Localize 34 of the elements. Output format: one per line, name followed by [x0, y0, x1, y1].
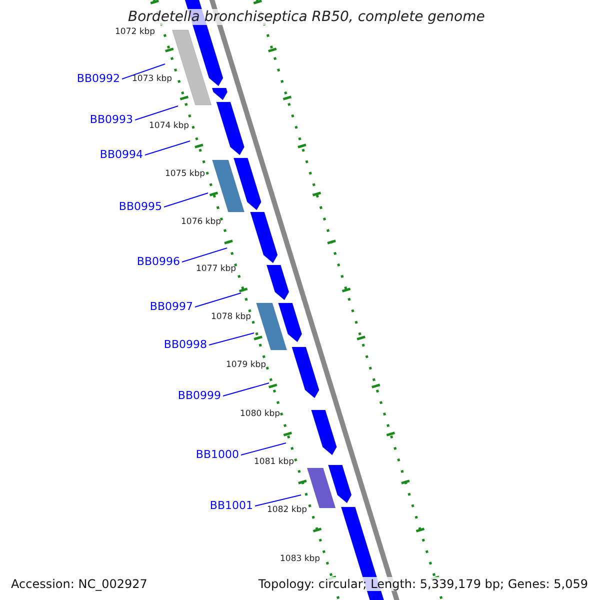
gene-label: BB0998: [164, 339, 207, 350]
gene-label: BB0993: [90, 114, 133, 125]
scale-tick-label: 1074 kbp: [149, 122, 190, 130]
gene-label: BB0995: [118, 201, 162, 212]
scale-tick-label: 1072 kbp: [115, 28, 156, 36]
leader-line: [240, 442, 286, 456]
scale-tick-label: 1073 kbp: [132, 75, 172, 84]
leader-line: [182, 248, 228, 262]
leader-line: [194, 292, 242, 308]
genome-info-text: Topology: circular; Length: 5,339,179 bp; Genes: 5,059: [256, 577, 590, 591]
leader-line: [134, 106, 178, 120]
gene-label: BB1001: [210, 500, 253, 511]
gene-label: BB0999: [178, 390, 221, 401]
leader-line: [144, 140, 190, 156]
scale-tick-label: 1078 kbp: [211, 313, 252, 322]
gene-label: BB0994: [100, 149, 143, 160]
scale-tick-label: 1083 kbp: [280, 555, 320, 564]
leader-line: [122, 64, 166, 80]
scale-tick-label: 1076 kbp: [181, 218, 222, 226]
leader-line: [254, 494, 302, 506]
scale-tick-label: 1082 kbp: [267, 506, 308, 514]
gene-label: BB0996: [136, 256, 180, 267]
scale-tick-label: 1077 kbp: [196, 265, 236, 274]
scale-tick-label: 1081 kbp: [254, 458, 294, 466]
leader-line: [164, 192, 208, 208]
gene-label: BB0992: [76, 73, 120, 84]
gene-label: BB0997: [150, 301, 193, 312]
scale-tick-label: 1075 kbp: [165, 170, 206, 178]
scale-tick-label: 1080 kbp: [240, 410, 280, 418]
leader-line: [208, 332, 254, 346]
leader-line: [222, 382, 270, 396]
gene-label: BB1000: [196, 449, 239, 460]
accession-text: Accession: NC_002927: [9, 577, 150, 591]
scale-tick-label: 1079 kbp: [226, 361, 266, 370]
